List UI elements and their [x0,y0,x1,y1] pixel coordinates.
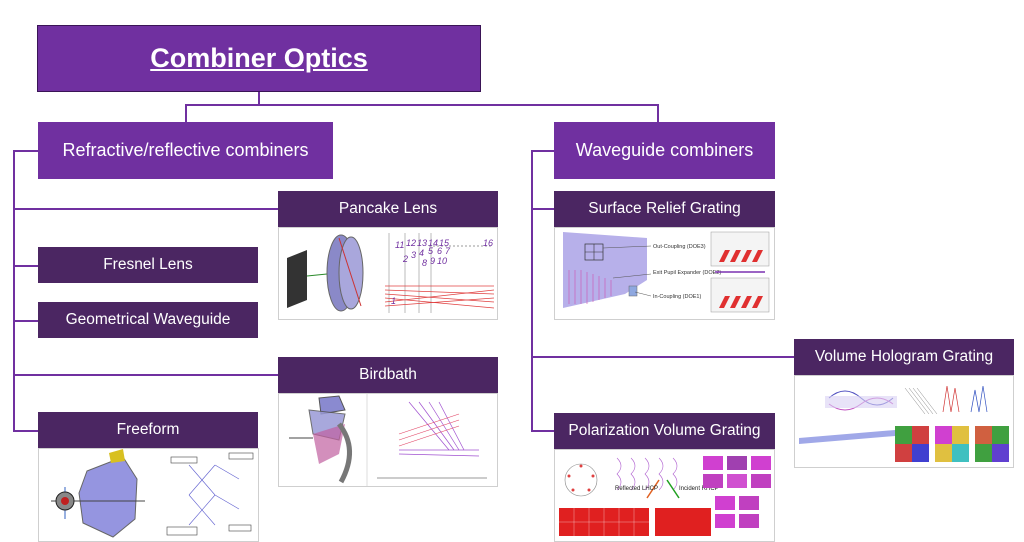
birdbath-label: Birdbath [359,366,417,383]
surface-relief-grating-label: Surface Relief Grating [588,200,741,217]
right-branch-drop [657,104,659,122]
pvg-reflected-label: Reflected LHCP [615,486,658,492]
pancake-lens-node: Pancake Lens [278,191,498,227]
waveguide-category-label: Waveguide combiners [575,140,754,160]
polarization-volume-grating-node: Polarization Volume Grating [554,413,775,449]
freeform-connector [13,430,39,432]
geometrical-waveguide-label: Geometrical Waveguide [65,311,231,328]
pancake-number: 12 [406,238,416,248]
right-trunk [531,150,533,432]
root-title: Combiner Optics [150,43,368,73]
pancake-number: 6 [437,246,442,256]
volume-hologram-grating-figure [794,375,1014,468]
geometrical-connector [13,320,39,322]
pancake-lens-figure: 11 12 13 14 15 16 2 3 4 5 6 7 8 9 10 1 [278,227,498,320]
pancake-number: 3 [411,250,416,260]
pancake-number: 8 [422,258,427,268]
waveguide-category-node: Waveguide combiners [554,122,775,179]
srg-connector [531,208,555,210]
fresnel-lens-node: Fresnel Lens [38,247,258,283]
refractive-category-label: Refractive/reflective combiners [62,140,309,160]
srg-in-coupling-label: In-Coupling (DOE1) [653,294,701,300]
birdbath-figure [278,393,498,487]
birdbath-connector [13,374,279,376]
pancake-number: 10 [437,256,447,266]
geometrical-waveguide-node: Geometrical Waveguide [38,302,258,338]
pvg-connector [531,430,555,432]
pancake-number: 11 [395,240,404,250]
refractive-category-node: Refractive/reflective combiners [38,122,333,179]
fresnel-lens-label: Fresnel Lens [103,256,193,273]
pancake-number: 14 [428,238,438,248]
left-trunk [13,150,15,432]
root-node: Combiner Optics [37,25,481,92]
pvg-incident-label: Incident RHCP [679,486,719,492]
surface-relief-grating-figure: Out-Coupling (DOE3) Exit Pupil Expander … [554,227,775,320]
pancake-number: 13 [417,238,427,248]
surface-relief-grating-node: Surface Relief Grating [554,191,775,227]
birdbath-node: Birdbath [278,357,498,393]
srg-epe-label: Exit Pupil Expander (DOE2) [653,270,721,276]
pancake-number: 1 [391,296,396,306]
pancake-number: 4 [419,248,424,258]
polarization-volume-grating-label: Polarization Volume Grating [568,422,761,439]
pancake-number: 9 [430,256,435,266]
pancake-number: 7 [445,246,451,256]
pancake-lens-label: Pancake Lens [338,200,438,217]
vhg-connector [531,356,795,358]
pancake-number: 5 [428,246,434,256]
root-connector-vertical [258,92,260,105]
right-trunk-top [531,150,555,152]
pancake-number: 2 [402,254,408,264]
root-connector-horizontal [185,104,658,106]
pancake-connector [13,208,279,210]
volume-hologram-grating-node: Volume Hologram Grating [794,339,1014,375]
freeform-figure [38,448,259,542]
volume-hologram-grating-label: Volume Hologram Grating [814,348,994,365]
srg-out-coupling-label: Out-Coupling (DOE3) [653,244,706,250]
polarization-volume-grating-figure: Reflected LHCP Incident RHCP [554,449,775,542]
pancake-number: 16 [483,238,493,248]
left-branch-drop [185,104,187,122]
fresnel-connector [13,265,39,267]
freeform-node: Freeform [38,412,258,448]
pancake-number: 15 [439,238,450,248]
freeform-label: Freeform [116,421,180,438]
left-trunk-top [13,150,39,152]
